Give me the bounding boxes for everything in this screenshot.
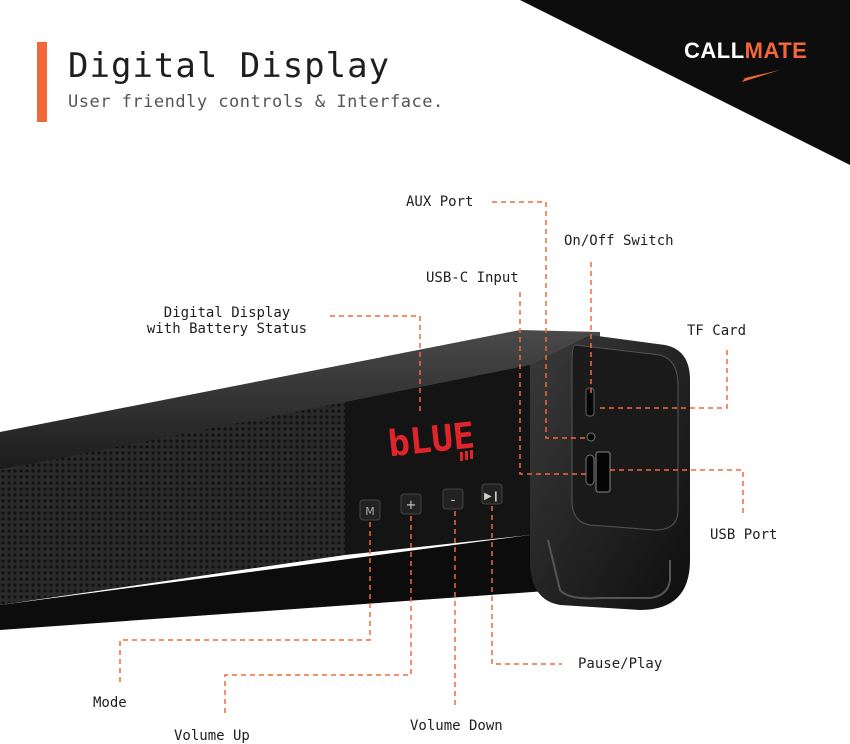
usb-c-callout-line [519, 292, 586, 475]
mode-callout-line [119, 522, 371, 682]
usb-port [595, 451, 611, 493]
soundbar-top [0, 330, 600, 470]
digital-display-label-line2: with Battery Status [146, 321, 308, 337]
handle-loop [547, 539, 671, 600]
battery-indicator [460, 450, 473, 461]
aux-port-label: AUX Port [406, 194, 474, 210]
digital-display-callout-line [330, 315, 421, 412]
digital-display-label-line1: Digital Display [163, 305, 291, 321]
tf-card-callout-line [597, 350, 728, 409]
usb-c-port [585, 454, 595, 486]
volume-up-label: Volume Up [174, 728, 250, 744]
volume-up-button-label: + [406, 498, 417, 513]
mode-button[interactable]: M [359, 499, 381, 521]
brand-logo-part1: CALL [684, 38, 745, 63]
volume-down-button-label: - [451, 493, 456, 508]
page-title: Digital Display [68, 46, 391, 86]
speaker-grille [0, 402, 345, 605]
volume-up-callout-line [224, 516, 412, 716]
pause-play-label: Pause/Play [578, 656, 663, 672]
mode-button-label: M [365, 505, 375, 518]
volume-down-label: Volume Down [410, 718, 503, 734]
tf-card-slot [585, 387, 595, 417]
usb-port-callout-line [610, 469, 744, 515]
brand-logo: CALLMATE [684, 38, 807, 64]
brand-logo-swoosh [742, 70, 780, 82]
title-accent-bar [37, 42, 47, 122]
usb-port-label: USB Port [710, 527, 778, 543]
brand-logo-part2: MATE [744, 38, 808, 63]
pause-play-callout-line [491, 506, 562, 665]
on-off-switch-label: On/Off Switch [564, 233, 674, 249]
volume-down-button[interactable]: - [442, 488, 464, 510]
volume-up-button[interactable]: + [400, 493, 422, 515]
control-panel [345, 365, 530, 555]
mode-label: Mode [93, 695, 127, 711]
aux-port [586, 432, 596, 442]
tf-card-label: TF Card [687, 323, 747, 339]
pause-play-button-label: ▶❙ [484, 491, 500, 502]
brand-corner [520, 0, 850, 165]
soundbar-bottom [0, 535, 560, 630]
digital-display-label: Digital Display with Battery Status [132, 305, 322, 337]
usb-c-input-label: USB-C Input [426, 270, 519, 286]
aux-port-callout-line [492, 201, 588, 439]
pause-play-button[interactable]: ▶❙ [481, 483, 503, 505]
page-subtitle: User friendly controls & Interface. [68, 92, 444, 112]
